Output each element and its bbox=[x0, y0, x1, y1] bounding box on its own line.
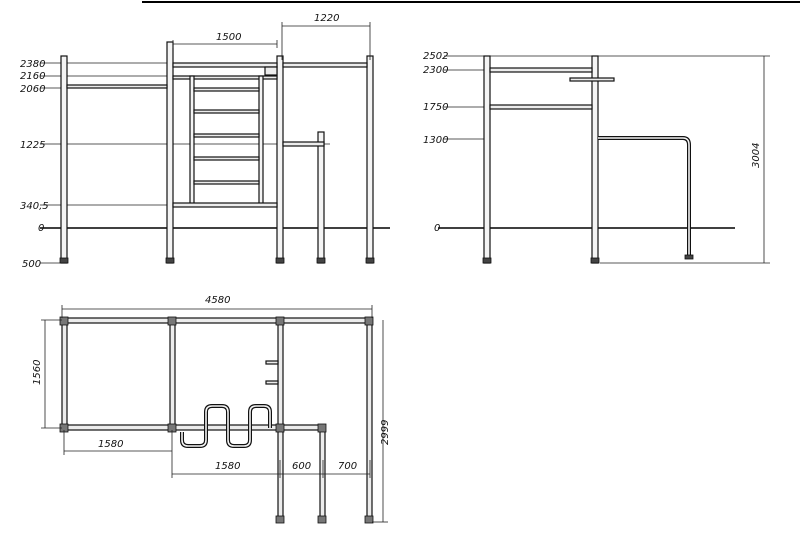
front-view: 1500 1220 2380 2160 2060 1225 340,5 0 50… bbox=[20, 13, 390, 270]
side-view: 2502 2300 1750 1300 0 3004 bbox=[423, 51, 770, 264]
plan-dim-left-span: 1580 bbox=[98, 439, 123, 450]
front-level-1225: 1225 bbox=[20, 140, 45, 151]
front-post-3 bbox=[276, 55, 284, 264]
side-level-2300: 2300 bbox=[423, 65, 448, 76]
front-post-2 bbox=[166, 41, 174, 264]
plan-dim-total-width: 4580 bbox=[205, 295, 230, 306]
front-level-2160: 2160 bbox=[20, 71, 45, 82]
plan-dim-depth: 1560 bbox=[32, 360, 43, 385]
front-level-2060: 2060 bbox=[20, 84, 45, 95]
side-post-1 bbox=[483, 55, 491, 264]
front-dim-width: 1500 bbox=[216, 32, 241, 43]
side-level-1300: 1300 bbox=[423, 135, 448, 146]
front-left-bar bbox=[66, 84, 168, 89]
front-post-5 bbox=[317, 131, 325, 264]
side-post-2 bbox=[591, 55, 599, 264]
front-level-0: 0 bbox=[38, 223, 44, 234]
side-level-1750: 1750 bbox=[423, 102, 448, 113]
front-level-3405: 340,5 bbox=[20, 201, 49, 212]
side-level-0: 0 bbox=[434, 223, 440, 234]
plan-dim-a: 600 bbox=[292, 461, 311, 472]
side-bent-bar bbox=[598, 136, 691, 256]
front-post-4 bbox=[366, 55, 374, 264]
front-post-1 bbox=[60, 55, 68, 264]
side-level-2502: 2502 bbox=[423, 51, 448, 62]
front-level-500: 500 bbox=[22, 259, 41, 270]
side-dim-height: 3004 bbox=[751, 143, 762, 168]
plan-dim-total-depth: 2999 bbox=[380, 420, 391, 445]
front-dim-offset: 1220 bbox=[314, 13, 339, 24]
plan-dim-b: 700 bbox=[338, 461, 357, 472]
plan-view: 4580 1560 1580 1580 600 700 2999 bbox=[32, 295, 391, 524]
front-ladder bbox=[189, 75, 195, 205]
plan-dim-mid-span: 1580 bbox=[215, 461, 240, 472]
front-level-2380: 2380 bbox=[20, 59, 45, 70]
